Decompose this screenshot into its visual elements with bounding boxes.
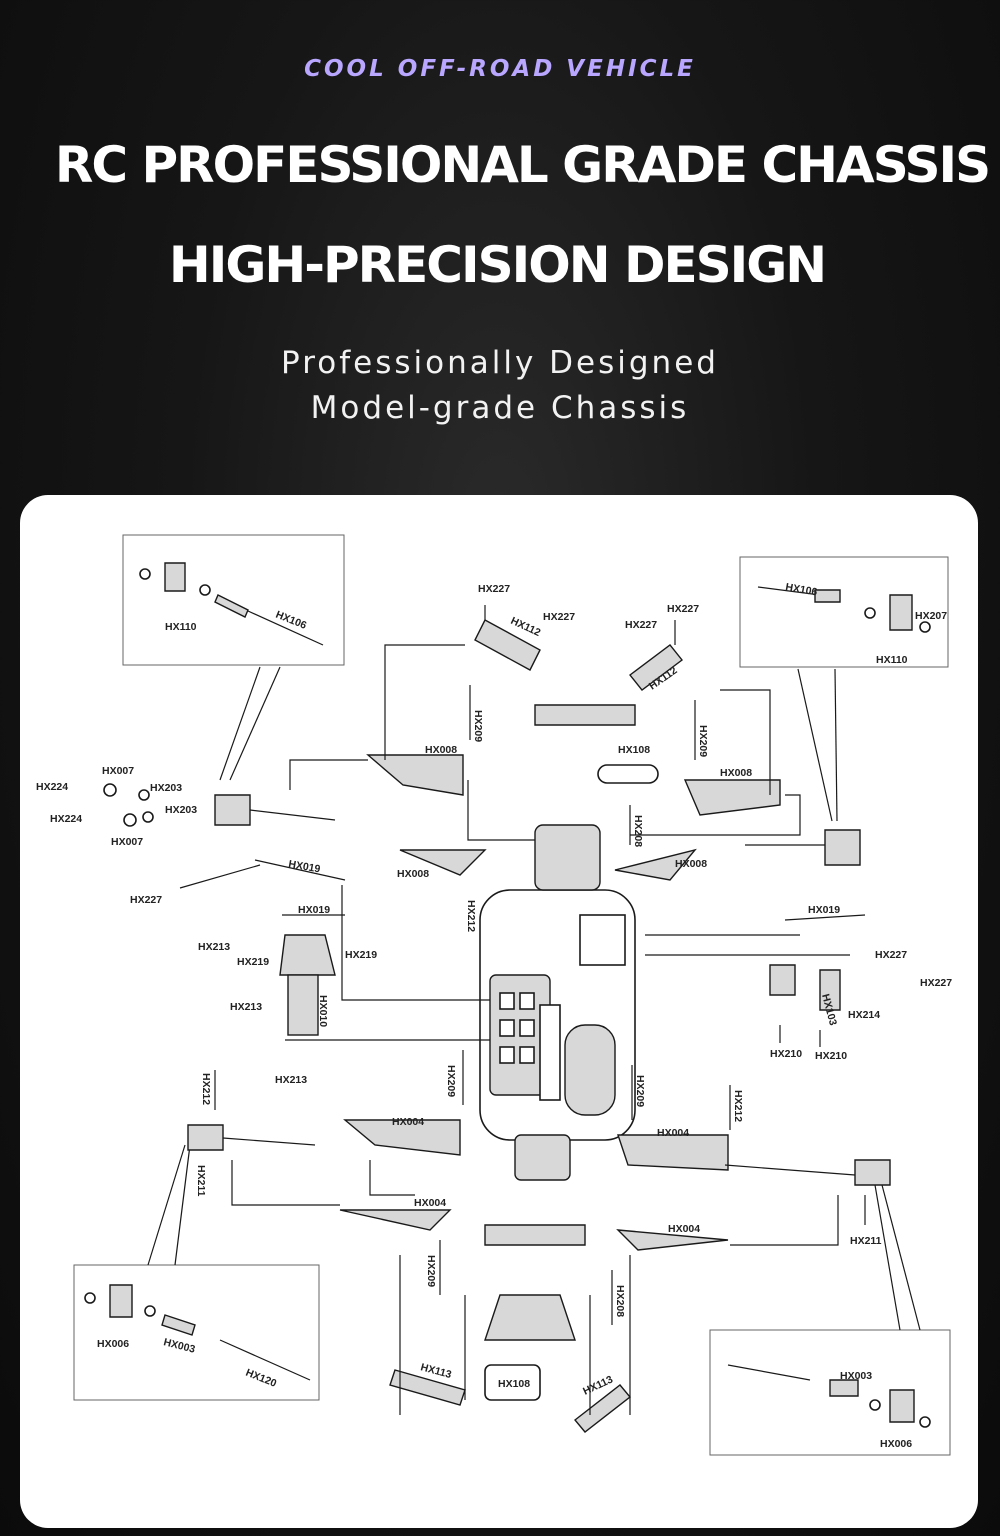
label-hx019-b: HX019 — [298, 904, 330, 916]
label-hx211-a: HX211 — [195, 1165, 207, 1197]
label-hx227-a: HX227 — [478, 583, 510, 595]
tagline: COOL OFF-ROAD VEHICLE — [304, 56, 696, 82]
front-bumper-mount: HX108 HX208 — [597, 744, 659, 847]
label-hx210-a: HX210 — [770, 1048, 802, 1060]
rear-left-hub-assembly: HX212 HX211 — [187, 1070, 316, 1197]
front-shock-right: HX227 HX227 HX227 HX112 — [543, 603, 699, 692]
label-br-hx003: HX003 — [840, 1370, 872, 1382]
label-hx219-a: HX219 — [237, 956, 269, 968]
label-hx227-e: HX227 — [130, 894, 162, 906]
detail-box-top-right: HX106 HX207 HX110 — [739, 556, 949, 822]
main-chassis — [479, 824, 636, 1181]
label-hx213-c: HX213 — [275, 1074, 307, 1086]
label-hx208-a: HX208 — [632, 815, 644, 847]
rear-upper-arm-right: HX004 HX209 HX212 — [617, 1065, 744, 1171]
front-upper-arm-left: HX008 HX209 — [366, 685, 484, 796]
exploded-chassis-diagram-panel: HX106 HX110 HX106 HX207 HX110 HX006 HX00… — [20, 495, 978, 1528]
label-hx227-g: HX227 — [920, 977, 952, 989]
main-title-line-1: RC PROFESSIONAL GRADE CHASSIS — [54, 136, 991, 194]
front-lower-arm-right: HX008 — [614, 848, 707, 881]
label-hx212-c: HX212 — [732, 1090, 744, 1122]
assembly-leader-lines — [231, 644, 850, 1415]
label-hx208-b: HX208 — [614, 1285, 626, 1317]
label-hx209-d: HX209 — [634, 1075, 646, 1107]
front-shock-left: HX227 HX112 — [474, 583, 543, 671]
label-hx008-d: HX008 — [675, 858, 707, 870]
rear-upper-arm-left: HX004 HX209 — [343, 1050, 464, 1156]
label-hx007-b: HX007 — [111, 836, 143, 848]
label-hx203-a: HX203 — [150, 782, 182, 794]
label-hx019-c: HX019 — [808, 904, 840, 916]
label-hx227-c: HX227 — [625, 619, 657, 631]
label-hx108-bottom: HX108 — [498, 1378, 530, 1390]
label-hx214: HX214 — [848, 1009, 880, 1021]
label-tl-hx110: HX110 — [165, 621, 197, 633]
label-hx210-b: HX210 — [815, 1050, 847, 1062]
subtitle-line-2: Model-grade Chassis — [310, 390, 690, 426]
label-hx007-a: HX007 — [102, 765, 134, 777]
label-br-hx006: HX006 — [880, 1438, 912, 1450]
label-hx209-c: HX209 — [445, 1065, 457, 1097]
label-hx224-a: HX224 — [36, 781, 68, 793]
rear-lower-arm-right: HX004 HX208 — [611, 1223, 729, 1325]
rear-shock-tower — [484, 1224, 586, 1341]
rear-shock-right: HX113 — [573, 1373, 632, 1433]
rear-right-hub-assembly: HX211 — [724, 1159, 891, 1247]
label-hx209-a: HX209 — [472, 710, 484, 742]
front-upper-arm-right: HX008 HX209 — [683, 700, 781, 816]
label-hx019-a: HX019 — [287, 858, 321, 875]
label-hx010: HX010 — [317, 995, 329, 1027]
label-hx203-b: HX203 — [165, 804, 197, 816]
label-hx219-b: HX219 — [345, 949, 377, 961]
label-bl-hx006: HX006 — [97, 1338, 129, 1350]
rear-shock-left: HX113 — [389, 1361, 466, 1406]
label-hx004-b: HX004 — [657, 1127, 689, 1139]
detail-box-bottom-left: HX006 HX003 HX120 — [73, 1144, 320, 1401]
rear-lower-arm-left: HX004 HX209 — [339, 1197, 452, 1295]
front-right-hub-assembly: HX019 HX227 HX227 HX103 HX214 HX210 HX21… — [745, 829, 952, 1062]
front-shock-tower — [534, 704, 636, 726]
detail-box-bottom-right: HX003 HX006 — [709, 1184, 951, 1456]
label-hx213-b: HX213 — [230, 1001, 262, 1013]
label-hx227-b: HX227 — [543, 611, 575, 623]
label-tr-hx106: HX106 — [784, 581, 818, 598]
label-hx211-b: HX211 — [850, 1235, 882, 1247]
label-hx004-a: HX004 — [392, 1116, 424, 1128]
label-hx004-d: HX004 — [668, 1223, 700, 1235]
front-left-hub-assembly: HX224 HX224 HX007 HX007 HX203 HX203 — [36, 765, 336, 848]
label-hx209-b: HX209 — [697, 725, 709, 757]
detail-box-top-left: HX106 HX110 — [122, 534, 345, 781]
label-hx224-b: HX224 — [50, 813, 82, 825]
label-tr-hx110: HX110 — [876, 654, 908, 666]
label-hx008-a: HX008 — [425, 744, 457, 756]
label-hx209-e: HX209 — [425, 1255, 437, 1287]
label-tr-hx207: HX207 — [915, 610, 947, 622]
label-hx108-top: HX108 — [618, 744, 650, 756]
front-left-steering-link: HX019 HX227 HX019 — [130, 858, 346, 916]
label-hx213-a: HX213 — [198, 941, 230, 953]
label-hx212-a: HX212 — [465, 900, 477, 932]
label-hx008-b: HX008 — [720, 767, 752, 779]
exploded-chassis-diagram: HX106 HX110 HX106 HX207 HX110 HX006 HX00… — [36, 534, 952, 1456]
main-title-line-2: HIGH-PRECISION DESIGN — [168, 236, 827, 294]
label-hx227-f: HX227 — [875, 949, 907, 961]
rear-bumper: HX108 — [484, 1364, 541, 1401]
label-hx227-d: HX227 — [667, 603, 699, 615]
subtitle-line-1: Professionally Designed — [281, 345, 719, 381]
steering-servo-mount: HX213 HX219 HX219 HX213 HX010 HX213 HX21… — [198, 900, 477, 1086]
label-hx212-b: HX212 — [200, 1073, 212, 1105]
label-hx008-c: HX008 — [397, 868, 429, 880]
front-lower-arm-left: HX008 — [397, 849, 487, 880]
label-hx004-c: HX004 — [414, 1197, 446, 1209]
